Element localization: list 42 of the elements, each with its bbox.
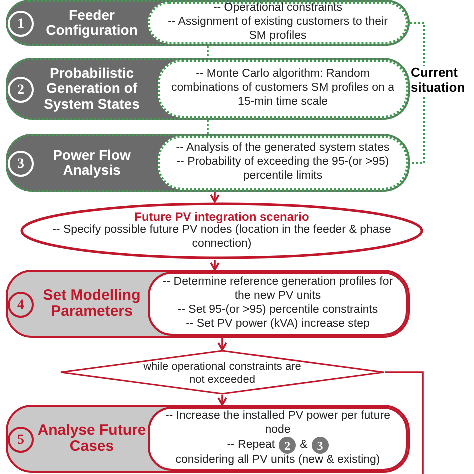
connector-arrow (218, 395, 228, 406)
description-text: -- Determine reference generation profiles for the new PV units (162, 276, 394, 302)
decision-text: while operational constraints are not exceeded (142, 360, 302, 388)
connector-arrow (210, 192, 220, 203)
step-title: Feeder Configuration (45, 8, 139, 38)
step-number: 4 (8, 292, 34, 318)
step-number-badge: 2 (279, 437, 296, 454)
description-panel (158, 60, 408, 118)
step-title: Set Modelling Parameters (42, 288, 142, 320)
step-title: Probabilistic Generation of System States (43, 66, 141, 112)
step-card (6, 134, 410, 192)
description-text: & (300, 438, 308, 453)
step-title: Analyse Future Cases (36, 422, 148, 456)
description-text: -- Analysis of the generated system states (176, 142, 390, 154)
step-card (6, 270, 410, 338)
step-card (6, 405, 410, 473)
step-number: 3 (8, 151, 34, 177)
description-panel (148, 272, 408, 336)
step-number: 1 (8, 11, 34, 37)
step-number-badge: 3 (312, 437, 329, 454)
step-card (6, 58, 410, 120)
description-panel (158, 136, 408, 190)
description-text: -- Assignment of existing customers to their SM profiles (168, 16, 388, 42)
description-text: -- Set PV power (kVA) increase step (186, 318, 370, 330)
connector-arrow (210, 260, 220, 271)
description-panel (148, 407, 408, 471)
description-text: -- Operational constraints (213, 2, 343, 14)
description-text: -- Set 95-(or >95) percentile constraints (178, 304, 378, 316)
description-text: considering all PV units (new & existing) (176, 454, 380, 468)
description-text: -- Probability of exceeding the 95-(or >95) percentile limits (176, 156, 390, 182)
step-title: Power Flow Analysis (52, 148, 132, 178)
description-text: -- Repeat (227, 438, 276, 453)
description-panel (148, 2, 408, 44)
step-number: 2 (8, 77, 34, 103)
description-text: -- Monte Carlo algorithm: Random combinations of customers SM profiles on a 15-min time scale (171, 68, 395, 108)
step-card (6, 0, 410, 46)
scenario-title: Future PV integration scenario (134, 210, 310, 224)
bracket-label: Current situation (411, 66, 466, 96)
connector-arrow (218, 338, 228, 351)
step-number: 5 (8, 427, 34, 453)
scenario-text: -- Specify possible future PV nodes (location in the feeder & phase connection) (52, 224, 392, 252)
description-text: -- Increase the installed PV power per future node (165, 410, 390, 436)
